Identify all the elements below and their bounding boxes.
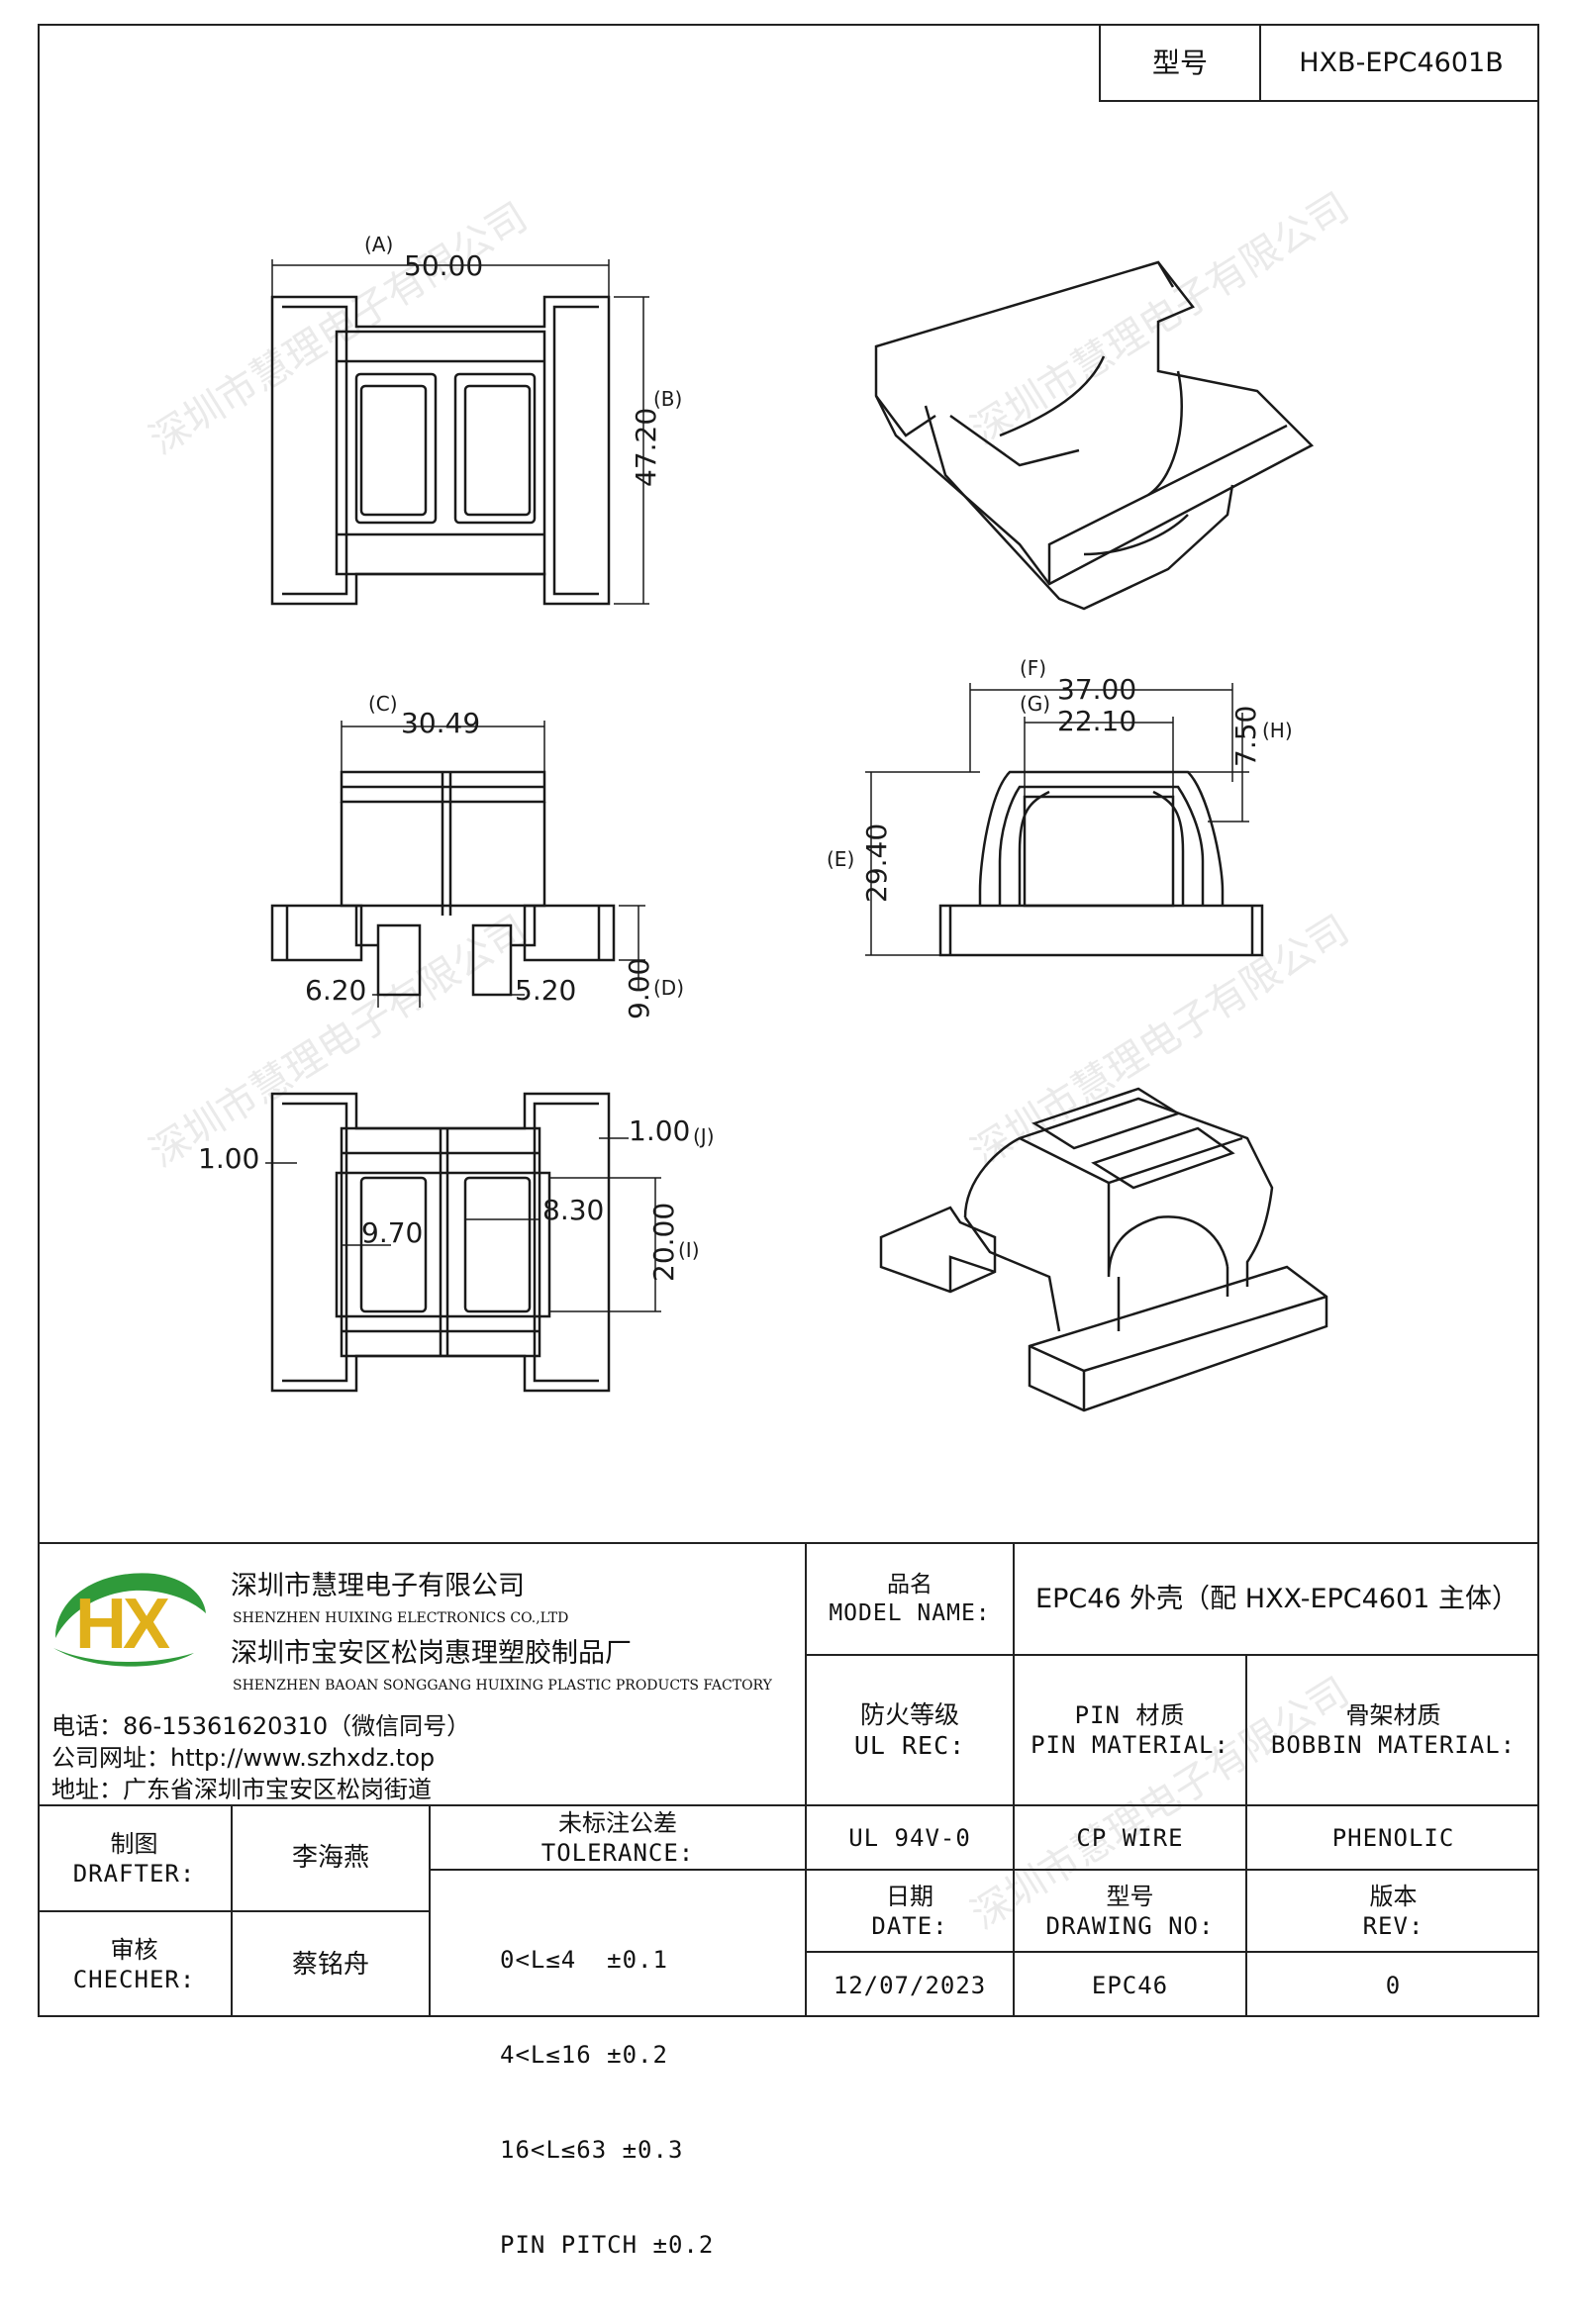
drawing-no-en: DRAWING NO:: [1045, 1911, 1215, 1940]
side-view: [938, 770, 1264, 957]
pin-material-value: CP WIRE: [1076, 1823, 1184, 1852]
checker-label: 审核 CHECHER:: [38, 1912, 231, 2017]
model-label: 型号: [1151, 47, 1208, 79]
drawing-frame: [38, 24, 1539, 2017]
tolerance-line: 16<L≤63 ±0.3: [500, 2136, 684, 2164]
bobbin-material-label: 骨架材质 BOBBIN MATERIAL:: [1247, 1656, 1539, 1804]
dim-h-label: (H): [1262, 719, 1293, 742]
dim-right-width: 5.20: [515, 974, 576, 1007]
pin-material-label: PIN 材质 PIN MATERIAL:: [1015, 1656, 1245, 1804]
dim-e-value: 29.40: [860, 823, 893, 903]
tolerance-label: 未标注公差 TOLERANCE:: [431, 1806, 805, 1869]
dim-a-value: 50.00: [404, 249, 483, 282]
company-phone: 电话：86-15361620310（微信同号）: [51, 1712, 471, 1740]
dim-g-label: (G): [1020, 692, 1050, 716]
drafter-name: 李海燕: [291, 1843, 369, 1874]
dim-f-label: (F): [1020, 656, 1046, 680]
dim-j-label: (J): [693, 1124, 715, 1148]
dim-left-width: 6.20: [305, 974, 366, 1007]
model-box: 型号 HXB-EPC4601B: [1099, 26, 1539, 102]
bottom-view: [270, 1092, 611, 1393]
bobbin-material-cn: 骨架材质: [1345, 1701, 1441, 1729]
drafter-en: DRAFTER:: [72, 1859, 196, 1888]
model-value: HXB-EPC4601B: [1299, 47, 1504, 78]
ul-rec-cn: 防火等级: [859, 1699, 959, 1729]
company-name-en: SHENZHEN HUIXING ELECTRONICS CO.,LTD: [233, 1610, 569, 1626]
model-name-cn: 品名: [887, 1571, 933, 1598]
factory-name-en: SHENZHEN BAOAN SONGGANG HUIXING PLASTIC …: [233, 1678, 772, 1694]
dim-left-wall: 1.00: [198, 1142, 259, 1175]
tolerance-line: 4<L≤16 ±0.2: [500, 2041, 668, 2069]
drafter-cn: 制图: [110, 1829, 158, 1858]
checker-name: 蔡铭舟: [291, 1949, 369, 1980]
isometric-view-bottom: [879, 1087, 1328, 1412]
dim-c-label: (C): [368, 692, 398, 716]
company-address: 地址：广东省深圳市宝安区松岗街道: [51, 1776, 432, 1803]
dim-i-label: (I): [678, 1238, 700, 1262]
bobbin-material-en: BOBBIN MATERIAL:: [1270, 1731, 1517, 1759]
date-value: 12/07/2023: [833, 1971, 987, 1999]
rev-value: 0: [1385, 1971, 1402, 1999]
checker-en: CHECHER:: [72, 1966, 196, 1993]
model-name-label: 品名 MODEL NAME:: [807, 1544, 1013, 1654]
ul-rec-en: UL REC:: [853, 1731, 966, 1760]
drafter-label: 制图 DRAFTER:: [38, 1806, 231, 1910]
factory-name-cn: 深圳市宝安区松岗惠理塑胶制品厂: [231, 1638, 632, 1669]
dim-f-value: 37.00: [1057, 673, 1136, 706]
date-en: DATE:: [871, 1911, 948, 1940]
tolerance-values: 0<L≤4 ±0.1 4<L≤16 ±0.2 16<L≤63 ±0.3 PIN …: [500, 1881, 714, 2324]
drawing-no-value: EPC46: [1091, 1971, 1169, 1999]
isometric-view-top: [874, 260, 1315, 611]
tolerance-cn: 未标注公差: [558, 1808, 677, 1837]
dim-window-left: 9.70: [361, 1216, 423, 1249]
tolerance-en: TOLERANCE:: [540, 1838, 695, 1867]
technical-drawings: (A) 50.00 (B) 47.20 (C) 30.49 (D) 9.00 6…: [198, 233, 1328, 1412]
model-name-en: MODEL NAME:: [829, 1599, 991, 1626]
rev-en: REV:: [1362, 1911, 1424, 1940]
dim-e-label: (E): [827, 847, 854, 871]
company-name-cn: 深圳市慧理电子有限公司: [231, 1571, 525, 1601]
dim-d-label: (D): [653, 976, 684, 1000]
bobbin-material-value: PHENOLIC: [1331, 1823, 1455, 1852]
drawing-no-label: 型号 DRAWING NO:: [1015, 1871, 1245, 1951]
pin-material-cn: PIN 材质: [1074, 1701, 1186, 1729]
top-view: [270, 295, 611, 606]
ul-rec-label: 防火等级 UL REC:: [807, 1656, 1013, 1804]
tolerance-line: 0<L≤4 ±0.1: [500, 1946, 668, 1974]
rev-label: 版本 REV:: [1247, 1871, 1539, 1951]
rev-cn: 版本: [1369, 1882, 1418, 1910]
company-logo: HX: [46, 1564, 212, 1673]
dim-j-value: 1.00: [629, 1114, 690, 1147]
pin-material-en: PIN MATERIAL:: [1031, 1731, 1229, 1759]
model-box-divider: [1259, 26, 1261, 100]
dim-c-value: 30.49: [401, 707, 480, 739]
dim-d-value: 9.00: [623, 958, 655, 1019]
front-view: [270, 770, 616, 997]
drawing-no-cn: 型号: [1106, 1882, 1154, 1910]
dim-b-label: (B): [653, 387, 682, 411]
dim-a-label: (A): [364, 233, 393, 256]
dim-h-value: 7.50: [1229, 706, 1262, 767]
dim-g-value: 22.10: [1057, 705, 1136, 737]
date-cn: 日期: [886, 1882, 933, 1910]
ul-rec-value: UL 94V-0: [848, 1823, 971, 1852]
dim-i-value: 20.00: [647, 1203, 680, 1282]
model-name-value: EPC46 外壳（配 HXX-EPC4601 主体）: [1035, 1583, 1519, 1614]
dim-window-right: 8.30: [542, 1194, 604, 1226]
checker-cn: 审核: [110, 1936, 158, 1964]
tolerance-line: PIN PITCH ±0.2: [500, 2231, 715, 2259]
dim-b-value: 47.20: [630, 408, 662, 487]
title-block: HX 深圳市慧理电子有限公司 SHENZHEN HUIXING ELECTRON…: [38, 1542, 1539, 2259]
logo-letters: HX: [75, 1585, 170, 1664]
company-website[interactable]: 公司网址：http://www.szhxdz.top: [51, 1744, 436, 1772]
date-label: 日期 DATE:: [807, 1871, 1013, 1951]
